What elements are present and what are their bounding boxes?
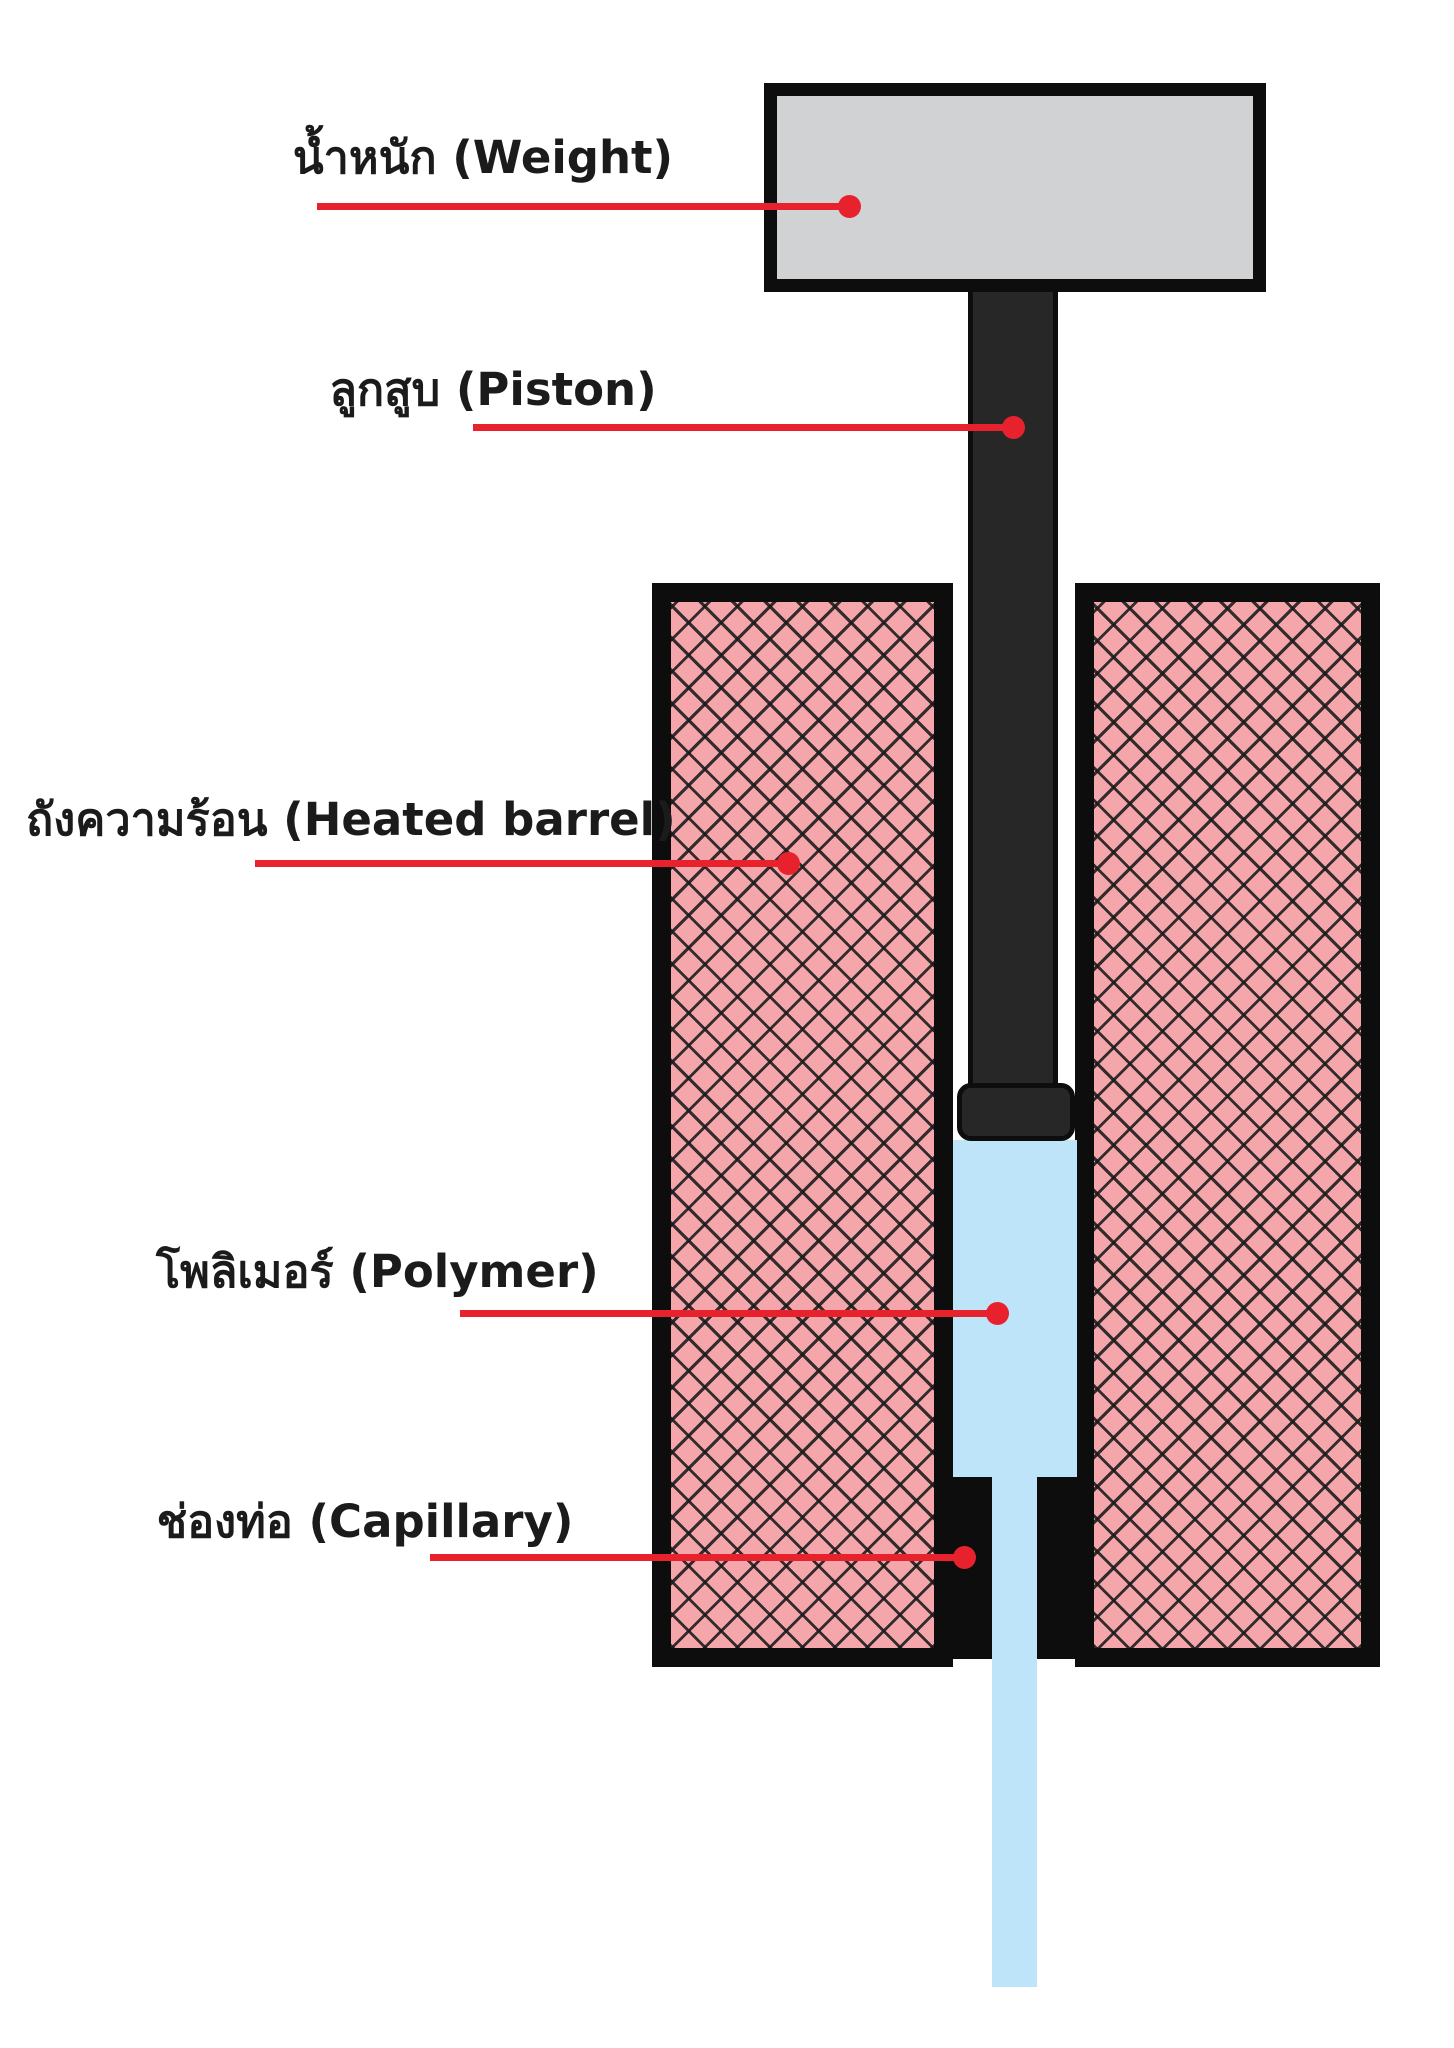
capillary-channel [992,1477,1037,1987]
piston-leader-line [473,424,1013,431]
heated-barrel-label: ถังความร้อน (Heated barrel) [26,793,676,846]
polymer-chamber [953,1140,1077,1477]
polymer-leader-dot [986,1302,1009,1325]
weight-label: น้ำหนัก (Weight) [292,131,674,184]
heated-barrel-right-block [1075,583,1380,1667]
polymer-label: โพลิเมอร์ (Polymer) [156,1245,599,1298]
weight-leader-dot [838,195,861,218]
weight-leader-line [317,203,849,210]
heated-barrel-leader-dot [777,852,800,875]
weight-block [764,83,1266,292]
piston-rod [968,288,1058,1088]
heated-barrel-leader-line [255,860,788,867]
capillary-leader-dot [953,1546,976,1569]
piston-tip [957,1083,1075,1141]
heated-barrel-left-block [652,583,953,1667]
piston-label: ลูกสูบ (Piston) [329,363,657,416]
polymer-leader-line [460,1310,997,1317]
capillary-leader-line [430,1554,964,1561]
capillary-label: ช่องท่อ (Capillary) [156,1495,574,1548]
piston-leader-dot [1002,416,1025,439]
